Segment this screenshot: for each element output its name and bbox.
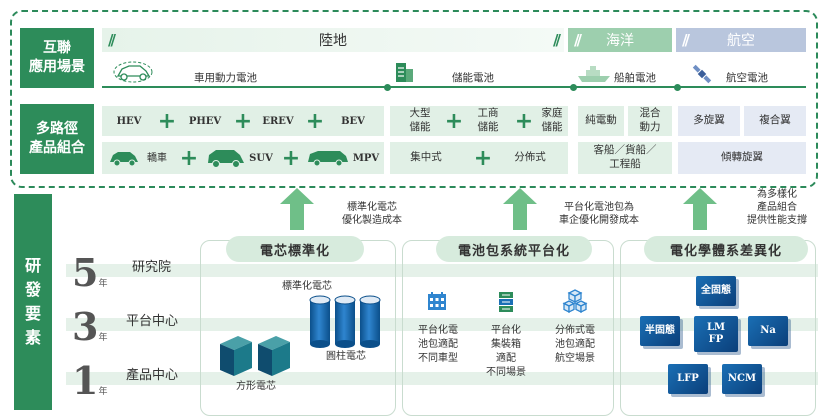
slash-icon: // <box>553 31 561 49</box>
chem-ncm: NCM <box>722 364 762 394</box>
year-number: 3 <box>72 304 99 349</box>
app-label-air: 航空電池 <box>726 72 768 84</box>
scenario-panel <box>10 10 818 188</box>
year-unit: 年 <box>98 333 108 343</box>
line-dot <box>384 84 391 91</box>
cubes-icon <box>562 289 588 314</box>
plus-icon: + <box>157 108 177 134</box>
year-number: 1 <box>72 358 99 403</box>
chem-lmfp: LM FP <box>694 316 738 352</box>
slash-icon: // <box>108 31 116 49</box>
pillar-title-pack: 電池包系統平台化 <box>436 236 592 262</box>
domain-air-label: 航空 <box>727 33 755 49</box>
pure-electric-cell: 純電動 <box>578 106 624 136</box>
year-unit: 年 <box>98 279 108 289</box>
app-label-vehicle: 車用動力電池 <box>194 72 257 84</box>
domain-land: // 陸地 // <box>102 28 564 52</box>
large-storage-cell: 大型 儲能 <box>409 107 431 133</box>
arrow-up-icon <box>280 188 314 230</box>
storage-row-2 <box>390 142 568 174</box>
chem-sodium: Na <box>748 316 788 346</box>
car-icon <box>113 61 153 83</box>
standard-cell-label: 標準化電芯 <box>282 281 332 292</box>
plus-icon: + <box>444 108 464 134</box>
hev-cell: HEV <box>116 115 142 127</box>
mpv-icon <box>308 151 348 167</box>
plus-icon: + <box>179 145 199 171</box>
bev-cell: BEV <box>341 115 365 127</box>
level-3: 3年 <box>72 304 107 349</box>
plus-icon: + <box>281 145 301 171</box>
domain-land-label: 陸地 <box>319 33 347 49</box>
hybrid-cell: 混合 動力 <box>628 106 672 136</box>
sedan-icon <box>110 152 138 167</box>
domain-air: // 航空 <box>676 28 806 52</box>
year-number: 5 <box>72 250 99 295</box>
suv-label: SUV <box>249 152 273 164</box>
cylinder-cell-label: 圓柱電芯 <box>326 351 366 362</box>
container-icon <box>499 292 513 312</box>
chem-all-solid-state: 全固態 <box>696 276 736 306</box>
mpv-label: MPV <box>352 152 380 164</box>
tiltrotor-cell: 傾轉旋翼 <box>678 142 806 174</box>
platform-item-vehicle: 平台化電 池包適配 不同車型 <box>418 325 458 364</box>
plus-icon: + <box>233 108 253 134</box>
level-5: 5年 <box>72 250 107 295</box>
platform-item-aviation: 分佈式電 池包適配 航空場景 <box>555 325 595 364</box>
application-line <box>102 86 806 88</box>
year-unit: 年 <box>98 387 108 397</box>
pillar-note-pack: 平台化電池包為 車企優化開發成本 <box>559 202 639 226</box>
app-label-ship: 船舶電池 <box>614 72 656 84</box>
multirotor-cell: 多旋翼 <box>678 106 740 136</box>
line-dot <box>570 84 577 91</box>
chem-semi-solid-state: 半固態 <box>640 316 680 346</box>
centralized-cell: 集中式 <box>410 151 442 164</box>
storage-icon <box>396 63 413 82</box>
prismatic-cell-label: 方形電芯 <box>236 381 276 392</box>
grid-icon <box>428 292 446 310</box>
ship-icon <box>578 66 610 82</box>
level-1: 1年 <box>72 358 107 403</box>
interconnect-label: 互聯 應用場景 <box>20 28 94 88</box>
land-row-1 <box>102 106 384 136</box>
platform-item-container: 平台化 集裝箱 適配 不同場景 <box>486 325 526 378</box>
commercial-storage-cell: 工商 儲能 <box>477 107 499 133</box>
phev-cell: PHEV <box>188 115 222 127</box>
arrow-up-icon <box>683 188 717 230</box>
vessel-types-cell: 客船／貨船／ 工程船 <box>578 142 672 174</box>
level-band <box>66 318 818 331</box>
level-band <box>66 372 818 385</box>
domain-sea-label: 海洋 <box>606 33 634 49</box>
rd-elements-label: 研 發 要 素 <box>14 194 52 410</box>
storage-row-1 <box>390 106 568 136</box>
slash-icon: // <box>574 31 582 49</box>
line-dot <box>674 84 681 91</box>
chem-lfp: LFP <box>668 364 708 394</box>
arrow-up-icon <box>503 188 537 230</box>
level-label-institute: 研究院 <box>132 260 172 275</box>
level-band <box>66 264 818 277</box>
domain-sea: // 海洋 <box>568 28 672 52</box>
pillar-note-chemistry: 為多樣化 產品組合 提供性能支撐 <box>747 189 807 226</box>
satellite-icon <box>692 64 712 84</box>
sedan-label: 轎車 <box>147 152 167 164</box>
prismatic-cells-icon <box>220 336 290 376</box>
plus-icon: + <box>305 108 325 134</box>
app-label-storage: 儲能電池 <box>452 72 494 84</box>
level-label-platform: 平台中心 <box>126 314 179 329</box>
compound-wing-cell: 複合翼 <box>744 106 806 136</box>
pillar-note-cell: 標準化電芯 優化製造成本 <box>342 202 402 226</box>
suv-icon <box>208 150 244 168</box>
level-label-product: 產品中心 <box>126 368 179 383</box>
multipath-label: 多路徑 產品組合 <box>20 104 94 174</box>
distributed-cell: 分佈式 <box>514 151 546 164</box>
plus-icon: + <box>473 145 493 171</box>
erev-cell: EREV <box>262 115 294 127</box>
cylinder-cells-icon <box>309 295 381 348</box>
slash-icon: // <box>682 31 690 49</box>
pillar-title-cell: 電芯標準化 <box>226 236 364 262</box>
pillar-title-chemistry: 電化學體系差異化 <box>644 236 808 262</box>
plus-icon: + <box>514 108 534 134</box>
home-storage-cell: 家庭 儲能 <box>541 107 563 133</box>
